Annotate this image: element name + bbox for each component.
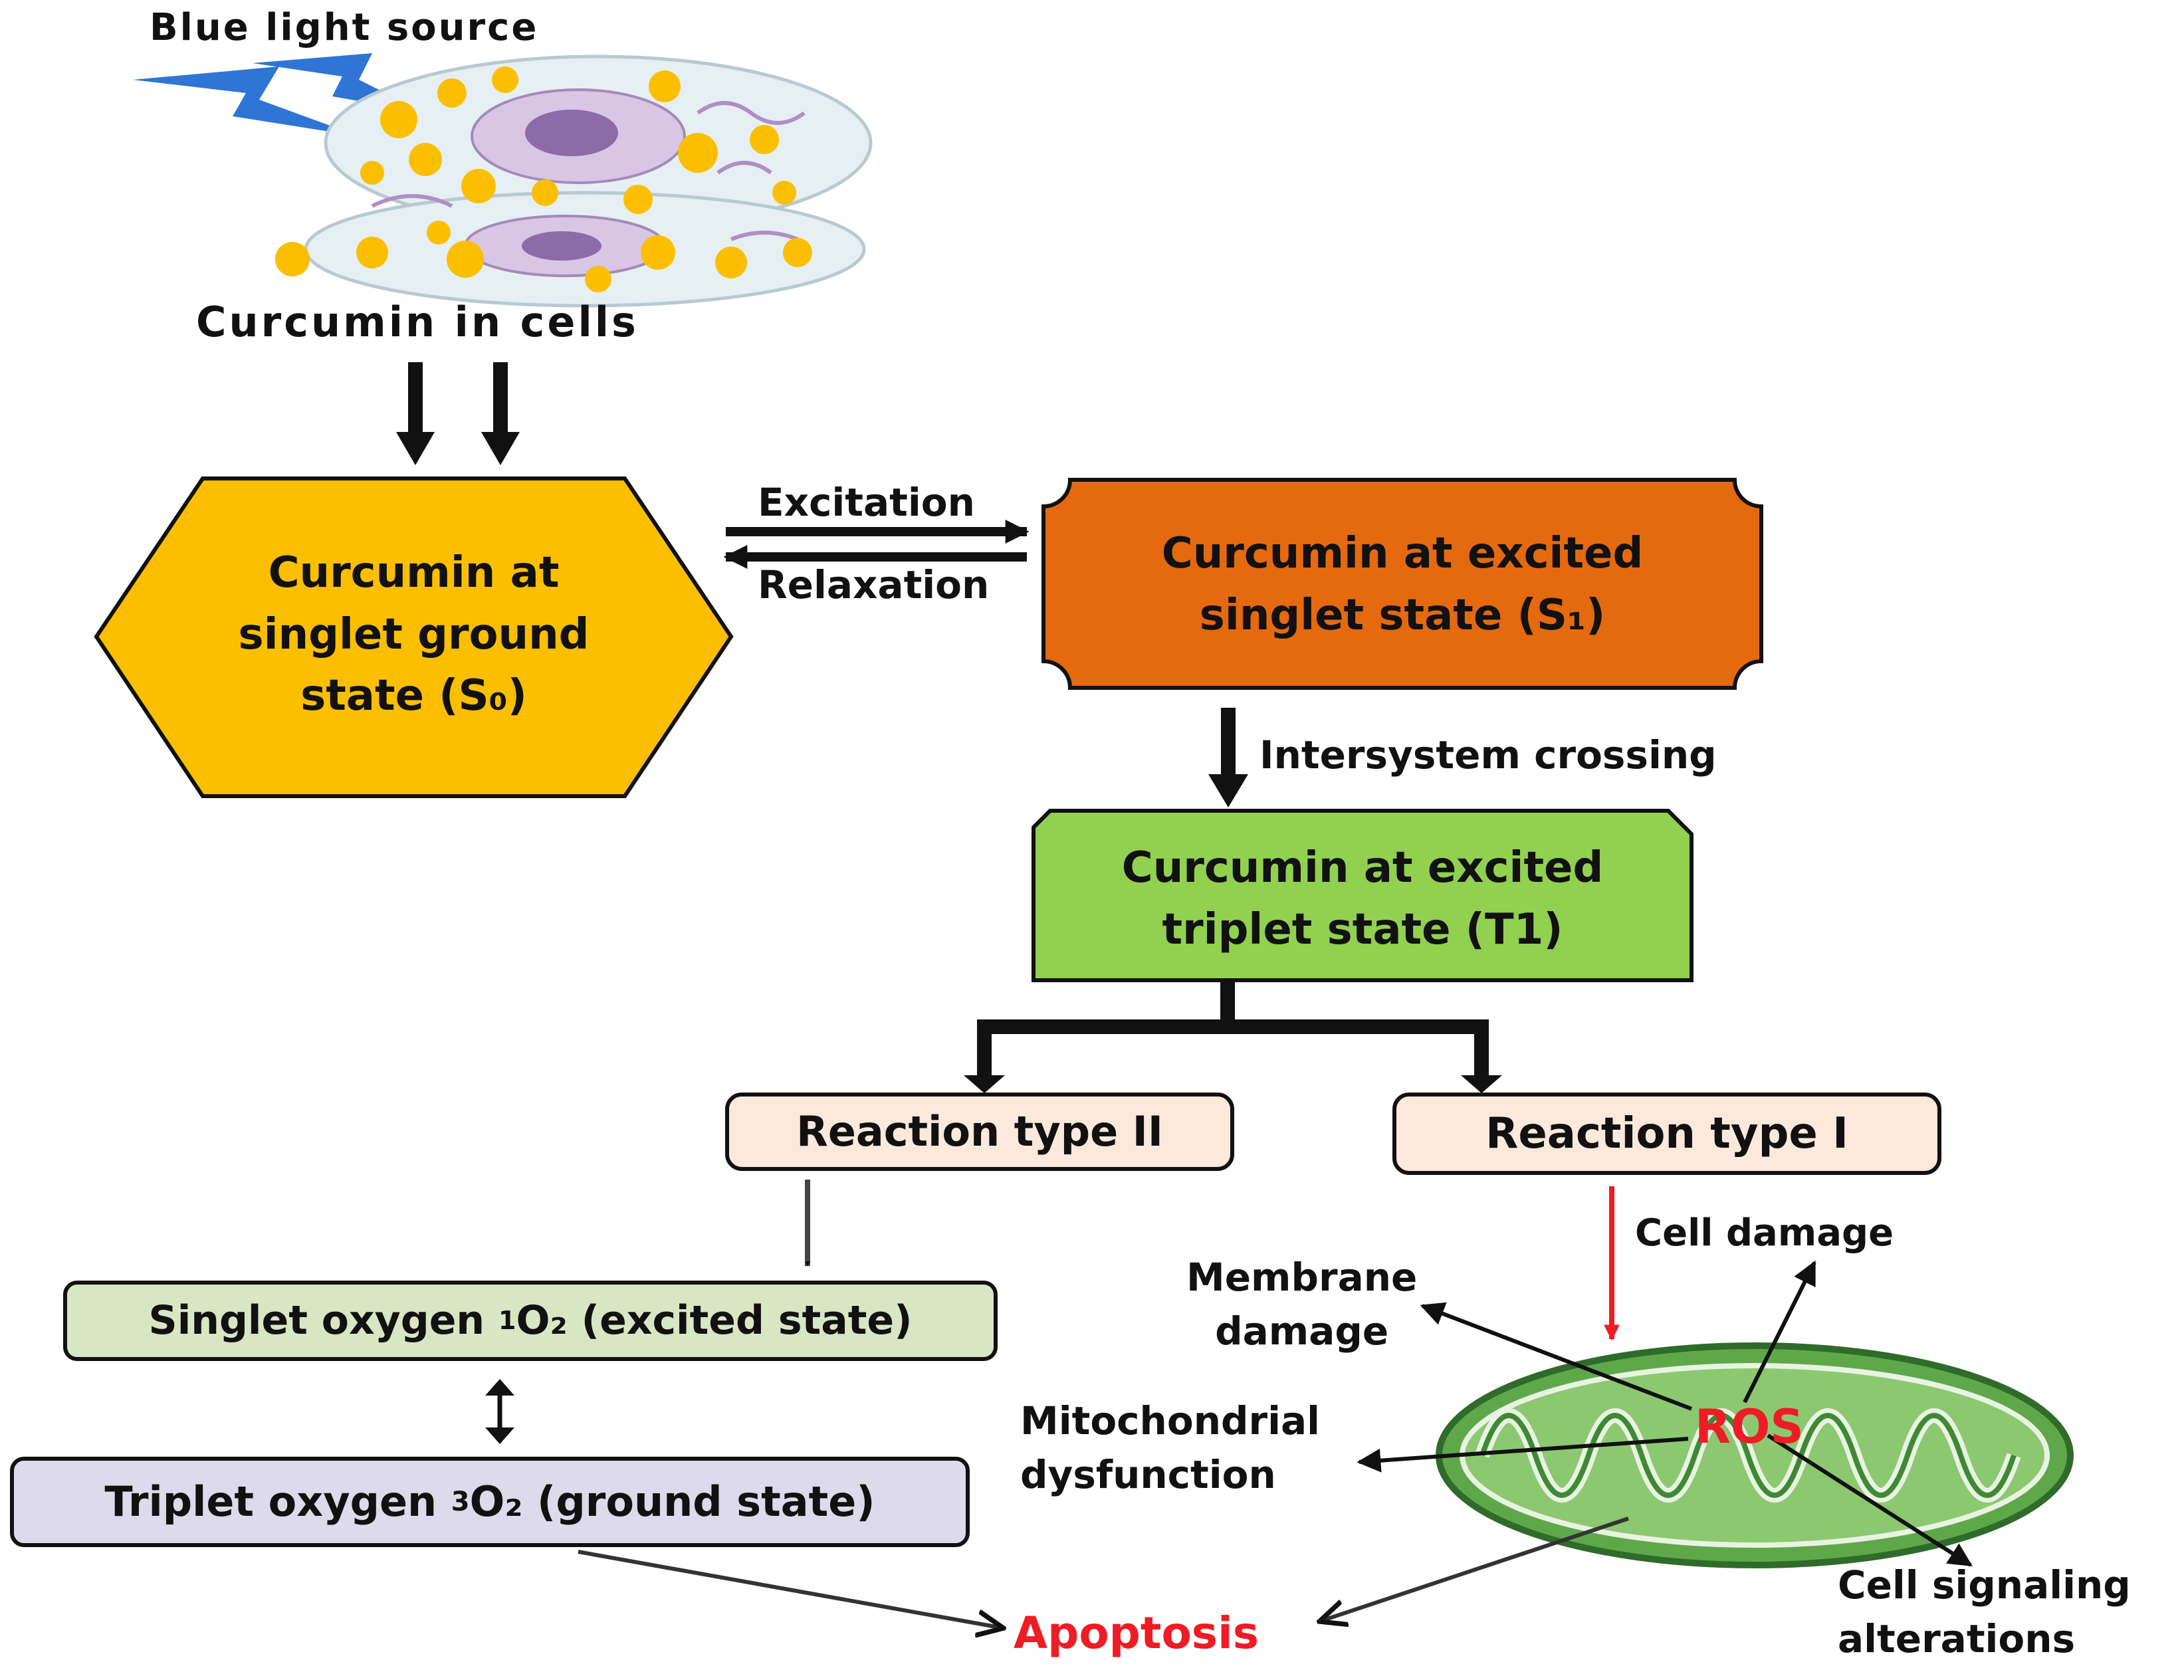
singlet-oxygen-pre: Singlet oxygen — [148, 1297, 499, 1344]
excited-singlet-line-1: Curcumin at excited — [1161, 529, 1644, 579]
ros-to-cell-damage-arrow — [1743, 1260, 1816, 1404]
membrane-line-2: damage — [1215, 1309, 1389, 1354]
triplet-oxygen-box — [10, 1457, 970, 1547]
excited-singlet-line-2: singlet state (S₁) — [1199, 591, 1606, 640]
excitation-label: Excitation — [758, 480, 975, 525]
triplet-state-line-1: Curcumin at excited — [1121, 843, 1604, 892]
mitochondrion-icon — [1436, 1342, 2074, 1568]
ground-state-text: Curcumin at singlet ground state (S₀) — [166, 525, 661, 744]
intersystem-crossing-arrow — [1208, 708, 1248, 807]
mito-to-apoptosis-arrow — [1319, 1517, 1629, 1622]
intersystem-crossing-label: Intersystem crossing — [1259, 732, 1717, 778]
ground-state-line-2: singlet ground — [238, 609, 590, 659]
cell-illustration-icon — [275, 54, 873, 308]
oxygen-exchange-arrow — [485, 1379, 514, 1444]
triplet-state-box — [1032, 809, 1693, 982]
excited-singlet-text: Curcumin at excited singlet state (S₁) — [1057, 498, 1748, 671]
cells-to-ground-arrows — [396, 362, 520, 465]
triplet-oxygen-sup: 3 — [451, 1487, 470, 1517]
singlet-oxygen-post: O₂ (excited state) — [516, 1297, 913, 1344]
cell-damage-label: Cell damage — [1635, 1211, 1894, 1255]
triplet-state-text: Curcumin at excited triplet state (T1) — [1040, 821, 1685, 977]
ros-label: ROS — [1695, 1400, 1804, 1454]
membrane-line-1: Membrane — [1186, 1255, 1418, 1300]
triplet-state-line-2: triplet state (T1) — [1162, 904, 1563, 954]
singlet-oxygen-box — [63, 1281, 998, 1361]
relaxation-label: Relaxation — [758, 562, 990, 607]
oxygen-to-apoptosis-arrow — [578, 1550, 1004, 1628]
singlet-oxygen-sup: 1 — [498, 1305, 516, 1335]
mito-line-1: Mitochondrial — [1020, 1398, 1321, 1443]
reaction-type-1-label: Reaction type I — [1485, 1108, 1848, 1158]
membrane-damage-label: Membrane damage — [1186, 1251, 1417, 1358]
signal-line-1: Cell signaling — [1838, 1562, 2131, 1608]
ground-state-hexagon — [94, 476, 734, 798]
branch-connector — [964, 980, 1502, 1093]
mito-line-2: dysfunction — [1020, 1452, 1276, 1498]
light-source-label: Blue light source — [150, 6, 539, 49]
excited-singlet-box — [1041, 478, 1763, 690]
ros-to-mito-arrow — [1357, 1437, 1689, 1473]
ground-state-line-1: Curcumin at — [268, 548, 560, 597]
signal-line-2: alterations — [1838, 1616, 2076, 1662]
ros-to-membrane-arrow — [1420, 1302, 1693, 1411]
reaction-type-1-box — [1392, 1093, 1941, 1175]
triplet-oxygen-pre: Triplet oxygen — [104, 1477, 451, 1526]
triplet-oxygen-post: O₂ (ground state) — [469, 1477, 875, 1526]
ground-state-line-3: state (S₀) — [300, 671, 527, 721]
reaction-type-2-box — [725, 1093, 1234, 1171]
reaction-type-2-label: Reaction type II — [796, 1107, 1163, 1156]
cell-signaling-label: Cell signaling alterations — [1838, 1558, 2131, 1666]
ros-to-signaling-arrow — [1767, 1433, 1973, 1567]
mito-dysfunction-label: Mitochondrial dysfunction — [1020, 1394, 1320, 1502]
cells-caption: Curcumin in cells — [196, 298, 639, 346]
apoptosis-label: Apoptosis — [1014, 1608, 1259, 1659]
